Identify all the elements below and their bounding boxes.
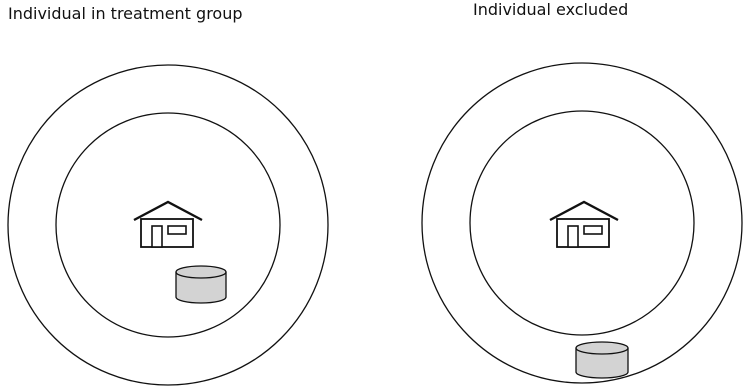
panel-treatment: [7, 64, 329, 386]
water-source-icon: [575, 341, 629, 379]
outer-circle: [421, 62, 743, 384]
panel-excluded: [421, 62, 743, 384]
inner-circle: [469, 110, 695, 336]
outer-circle: [7, 64, 329, 386]
panel-label-excluded: Individual excluded: [473, 0, 629, 19]
water-source-icon: [175, 265, 227, 304]
panel-label-treatment: Individual in treatment group: [8, 4, 243, 23]
house-icon: [133, 200, 203, 248]
house-icon: [549, 200, 619, 248]
inner-circle: [55, 112, 281, 338]
